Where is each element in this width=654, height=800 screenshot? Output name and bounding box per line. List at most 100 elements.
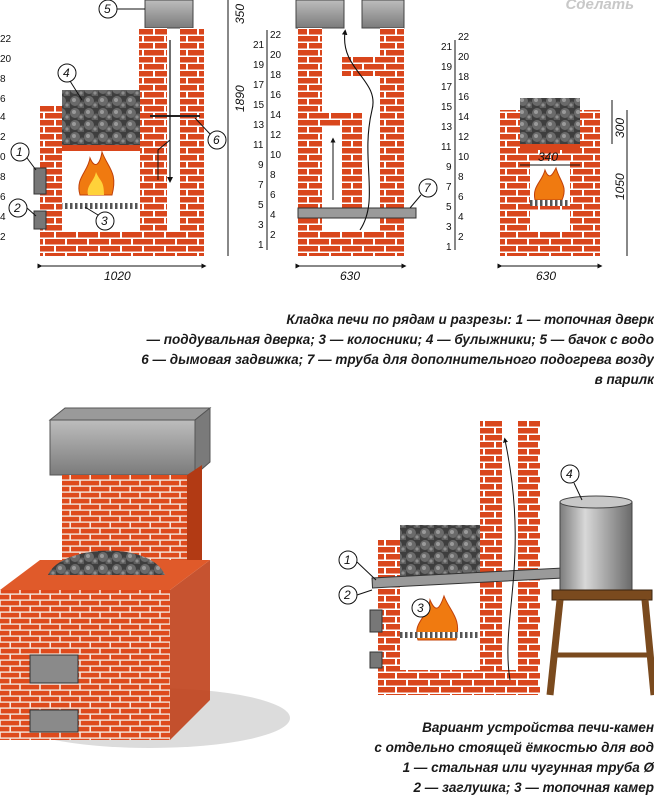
dim-width-middle: 630 [340, 269, 360, 283]
grate [62, 203, 140, 209]
row-mid-b: 12 [270, 130, 282, 141]
row-mid-a: 3 [258, 220, 264, 231]
row-mid-a: 5 [258, 200, 264, 211]
row-left-label: 8 [0, 172, 6, 183]
section-right [497, 98, 628, 269]
row-right-b: 2 [458, 232, 464, 243]
row-mid-b: 18 [270, 70, 282, 81]
row-mid-b: 8 [270, 170, 276, 181]
fire-door [33, 167, 47, 195]
row-mid-b: 20 [270, 50, 282, 61]
row-left-label: 4 [0, 212, 6, 223]
row-numbers-left: 22 20 8 6 4 2 0 8 6 4 2 [0, 34, 12, 243]
row-mid-b: 6 [270, 190, 276, 201]
caption-bottom-line-1: Вариант устройства печи-камен [422, 720, 654, 735]
row-right-b: 4 [458, 212, 464, 223]
row-numbers-right: 21 19 17 15 13 11 9 7 5 3 1 22 20 18 16 … [441, 32, 470, 253]
row-left-label: 4 [0, 112, 6, 123]
row-left-label: 8 [0, 74, 6, 85]
row-numbers-middle: 21 19 17 15 13 11 9 7 5 3 1 22 20 18 16 … [253, 30, 282, 251]
row-mid-b: 10 [270, 150, 282, 161]
row-right-a: 7 [446, 182, 452, 193]
caption-bottom-line-2: с отдельно стоящей ёмкостью для вод [374, 740, 654, 755]
callout-3: 3 [101, 214, 108, 228]
caption-top-line-3: 6 — дымовая задвижка; 7 — труба для допо… [141, 352, 654, 367]
row-left-label: 2 [0, 132, 6, 143]
caption-top-line-2: — поддувальная дверка; 3 — колосники; 4 … [146, 332, 654, 347]
row-right-b: 8 [458, 172, 464, 183]
row-mid-b: 14 [270, 110, 282, 121]
callout-7: 7 [424, 181, 432, 195]
row-right-a: 17 [441, 82, 453, 93]
row-mid-b: 2 [270, 230, 276, 241]
callout-6: 6 [213, 133, 220, 147]
row-mid-a: 1 [258, 240, 264, 251]
watermark: Сделать [565, 0, 634, 13]
row-mid-b: 22 [270, 30, 282, 41]
row-mid-a: 7 [258, 180, 264, 191]
row-mid-b: 4 [270, 210, 276, 221]
row-mid-a: 13 [253, 120, 265, 131]
dim-width-right: 630 [536, 269, 556, 283]
row-mid-a: 15 [253, 100, 265, 111]
row-mid-a: 19 [253, 60, 265, 71]
row-right-b: 20 [458, 52, 470, 63]
row-left-label: 20 [0, 54, 12, 65]
row-left-label: 22 [0, 34, 12, 45]
water-tank [144, 0, 194, 29]
dim-top-350: 350 [233, 4, 247, 24]
variant-callout-2: 2 [343, 588, 351, 602]
section-middle [295, 0, 417, 269]
row-left-label: 6 [0, 192, 6, 203]
row-right-a: 11 [441, 142, 452, 153]
callout-2: 2 [13, 201, 21, 215]
row-right-b: 12 [458, 132, 470, 143]
caption-bottom-line-4: 2 — заглушка; 3 — топочная камер [413, 780, 654, 795]
dim-height-left: 1890 [233, 85, 247, 112]
variant-callout-1: 1 [344, 553, 351, 567]
row-right-b: 18 [458, 72, 470, 83]
row-right-b: 6 [458, 192, 464, 203]
heating-pipe [297, 207, 417, 219]
callout-5: 5 [104, 2, 111, 16]
ash-door [33, 210, 47, 230]
dim-width-left: 1020 [104, 269, 131, 283]
callout-1: 1 [16, 145, 23, 159]
row-mid-b: 16 [270, 90, 282, 101]
row-right-a: 13 [441, 122, 453, 133]
row-right-b: 16 [458, 92, 470, 103]
row-left-label: 6 [0, 94, 6, 105]
row-mid-a: 9 [258, 160, 264, 171]
stove-3d [0, 406, 290, 748]
row-left-label: 0 [0, 152, 6, 163]
row-right-b: 14 [458, 112, 470, 123]
row-right-b: 10 [458, 152, 470, 163]
row-right-a: 5 [446, 202, 452, 213]
caption-top-line-1: Кладка печи по рядам и разрезы: 1 — топо… [286, 312, 654, 327]
dim-h-300: 300 [613, 118, 627, 138]
row-right-a: 15 [441, 102, 453, 113]
caption-bottom-line-3: 1 — стальная или чугунная труба Ø [402, 760, 654, 775]
stool [551, 589, 653, 601]
row-right-a: 3 [446, 222, 452, 233]
caption-top-line-4: в парилк [594, 372, 654, 387]
row-right-a: 1 [446, 242, 452, 253]
section-left [33, 0, 229, 269]
variant-callout-4: 4 [566, 467, 573, 481]
dim-w-340: 340 [538, 150, 558, 164]
stones [62, 90, 140, 145]
row-right-a: 19 [441, 62, 453, 73]
row-right-a: 21 [441, 42, 453, 53]
row-mid-a: 11 [253, 140, 264, 151]
variant-section [369, 420, 654, 696]
callouts-left: 5 4 6 1 2 3 [8, 0, 227, 231]
callout-4: 4 [63, 66, 70, 80]
row-mid-a: 17 [253, 80, 265, 91]
row-right-b: 22 [458, 32, 470, 43]
variant-callout-3: 3 [417, 601, 424, 615]
row-right-a: 9 [446, 162, 452, 173]
water-tank [559, 501, 633, 593]
dim-h-1050: 1050 [613, 173, 627, 200]
row-mid-a: 21 [253, 40, 265, 51]
